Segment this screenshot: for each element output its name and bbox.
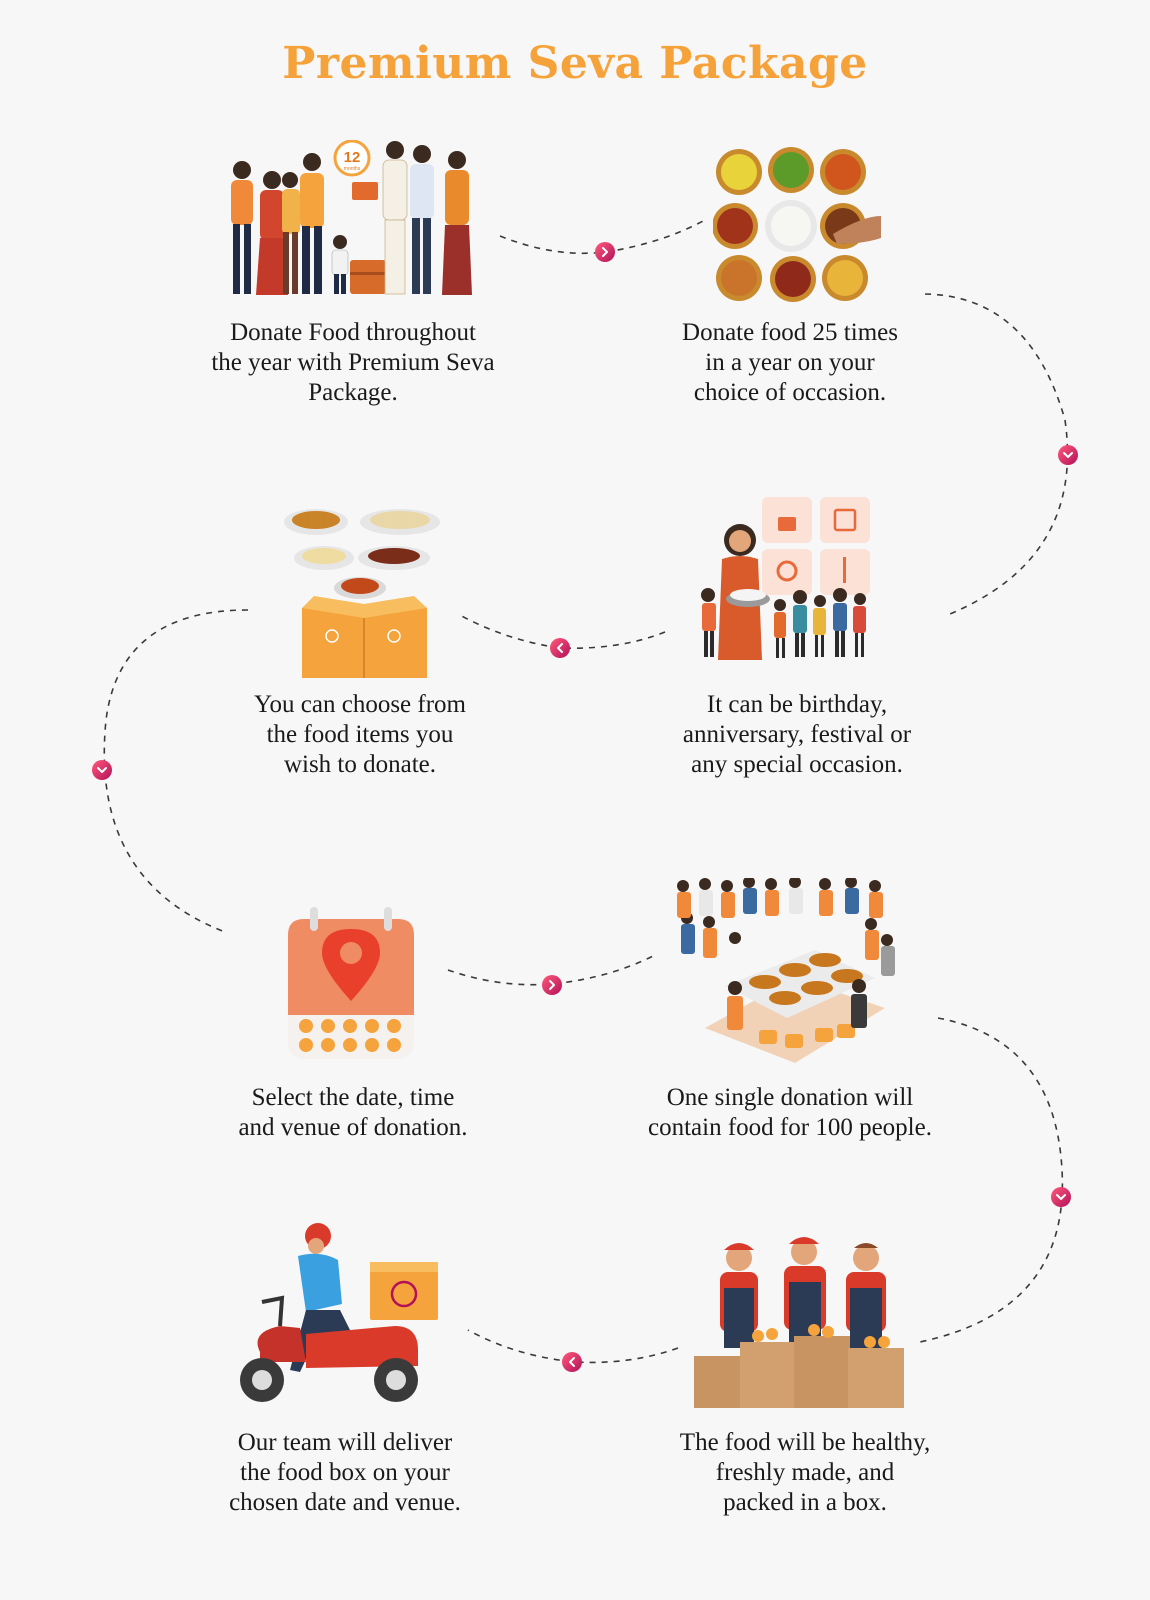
arrow-left-icon — [550, 638, 570, 658]
arrow-right-icon — [595, 242, 615, 262]
text-line: the food items you — [266, 721, 454, 748]
step-4-text: You can choose from the food items you w… — [190, 690, 530, 780]
calendar-heart-icon — [833, 508, 857, 532]
text-line: in a year on your — [705, 349, 875, 376]
text-line: the food box on your — [240, 1459, 450, 1486]
text-line: chosen date and venue. — [229, 1489, 461, 1516]
text-line: Our team will deliver — [237, 1429, 453, 1456]
text-line: anniversary, festival or — [682, 721, 912, 748]
text-line: It can be birthday, — [706, 691, 888, 718]
woman-serving-children-occasions-illustration — [701, 497, 870, 660]
text-line: the year with Premium Seva — [211, 349, 495, 376]
step-6-text: One single donation will contain food fo… — [610, 1083, 970, 1143]
step-1-text: Donate Food throughout the year with Pre… — [183, 318, 523, 408]
food-plates-box-illustration — [284, 509, 440, 678]
step-8-text: Our team will deliver the food box on yo… — [175, 1428, 515, 1518]
food-bowls-thali-illustration — [713, 147, 881, 302]
text-line: packed in a box. — [723, 1489, 887, 1516]
text-line: Donate food 25 times — [682, 319, 898, 346]
cake-icon — [778, 517, 796, 531]
crowd-food-table-illustration — [677, 878, 895, 1063]
arrow-right-icon — [542, 975, 562, 995]
text-line: freshly made, and — [715, 1459, 895, 1486]
page-title: Premium Seva Package — [282, 38, 868, 89]
connector-5-6 — [447, 954, 656, 986]
calendar-location-pin-illustration — [288, 907, 414, 1059]
family-donation-12-months-illustration: 12 months — [231, 140, 472, 295]
connector-3-4 — [457, 613, 666, 649]
step-7-text: The food will be healthy, freshly made, … — [635, 1428, 975, 1518]
connector-1-2 — [499, 219, 706, 255]
arrow-down-icon — [92, 760, 112, 780]
candle-icon — [843, 557, 846, 583]
arrow-down-icon — [1058, 445, 1078, 465]
connector-6-7 — [919, 1017, 1064, 1343]
step-2-text: Donate food 25 times in a year on your c… — [620, 318, 960, 408]
text-line: The food will be healthy, — [679, 1429, 931, 1456]
text-line: any special occasion. — [691, 751, 903, 778]
step-3-text: It can be birthday, anniversary, festiva… — [627, 690, 967, 780]
text-line: and venue of donation. — [238, 1114, 468, 1141]
flower-icon — [776, 560, 798, 582]
arrow-left-icon — [562, 1352, 582, 1372]
connector-4-5 — [103, 609, 249, 933]
chefs-packing-boxes-illustration — [694, 1237, 904, 1408]
step-5-text: Select the date, time and venue of donat… — [183, 1083, 523, 1143]
text-line: Package. — [308, 379, 398, 406]
connector-7-8 — [467, 1329, 679, 1364]
text-line: choice of occasion. — [693, 379, 887, 406]
text-line: contain food for 100 people. — [648, 1114, 932, 1141]
text-line: Select the date, time — [251, 1084, 455, 1111]
connector-2-3 — [924, 293, 1069, 617]
text-line: One single donation will — [666, 1084, 914, 1111]
months-badge-number: 12 — [344, 149, 361, 166]
arrow-down-icon — [1051, 1187, 1071, 1207]
text-line: wish to donate. — [283, 751, 437, 778]
text-line: Donate Food throughout — [230, 319, 476, 346]
months-badge-label: months — [344, 166, 361, 172]
scooter-delivery-illustration — [240, 1223, 438, 1402]
text-line: You can choose from — [253, 691, 466, 718]
